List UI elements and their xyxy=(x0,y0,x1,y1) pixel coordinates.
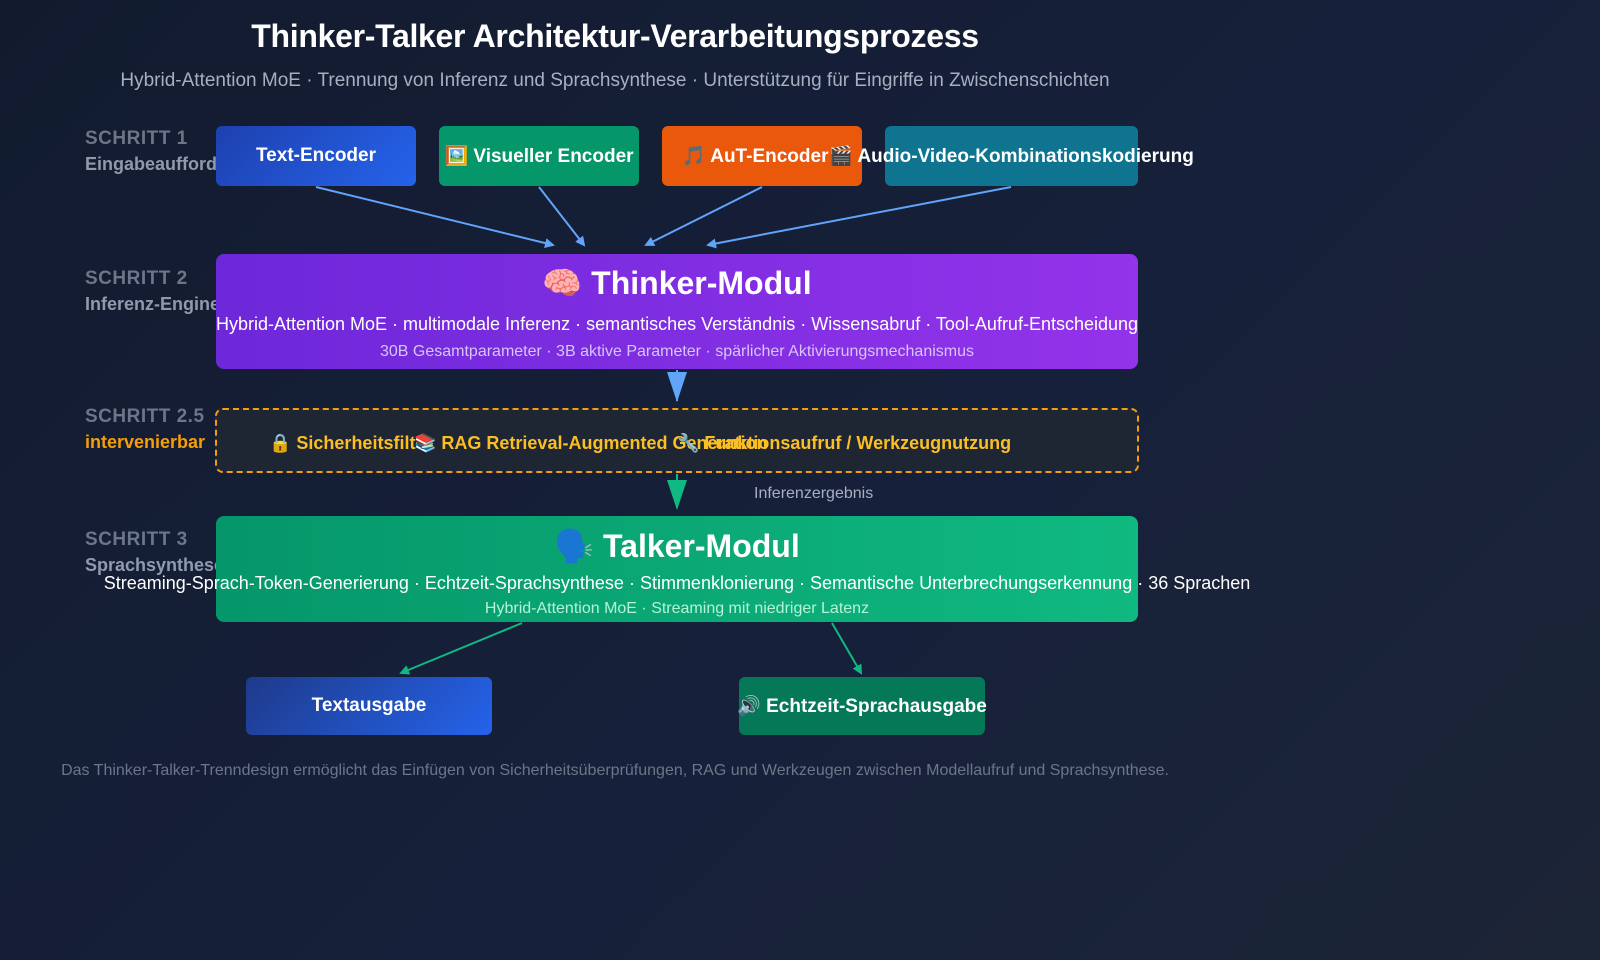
text-encoder-node: Text-Encoder xyxy=(216,126,416,186)
arrow-talker-to-text xyxy=(399,622,523,675)
step-2-5-number: SCHRITT 2.5 xyxy=(85,406,205,427)
arrow-aut-to-thinker xyxy=(644,186,763,246)
arrow-talker-to-voice xyxy=(831,622,863,675)
voice-output-node: 🔊 Echtzeit-Sprachausgabe xyxy=(737,677,987,735)
arrow-text-to-thinker xyxy=(315,186,555,248)
talker-features: Hybrid-Attention MoE · Streaming mit nie… xyxy=(484,600,870,617)
thinker-module: 🧠 Thinker-Modul Hybrid-Attention MoE · m… xyxy=(216,254,1138,369)
step-3-name: Sprachsynthese xyxy=(85,555,225,575)
step-2-number: SCHRITT 2 xyxy=(85,268,188,289)
page-title: Thinker-Talker Architektur-Verarbeitungs… xyxy=(251,18,979,54)
safety-filter-item: 🔒 Sicherheitsfilter xyxy=(269,433,433,453)
thinker-parameters: 30B Gesamtparameter · 3B aktive Paramete… xyxy=(379,343,974,360)
arrow-av-to-thinker xyxy=(706,186,1012,249)
visual-encoder-node: 🖼️ Visueller Encoder xyxy=(439,126,639,186)
step-1-number: SCHRITT 1 xyxy=(85,128,188,149)
audio-video-encoder-node: 🎬 Audio-Video-Kombinationskodierung xyxy=(829,126,1194,186)
step-3-number: SCHRITT 3 xyxy=(85,529,188,550)
arrowhead-thinker-to-intervention xyxy=(667,372,687,402)
text-output-node: Textausgabe xyxy=(246,677,492,735)
rag-item: 📚 RAG Retrieval-Augmented Generation xyxy=(414,433,768,453)
intervention-layer: 🔒 Sicherheitsfilter 📚 RAG Retrieval-Augm… xyxy=(215,408,1139,473)
page-subtitle: Hybrid-Attention MoE · Trennung von Infe… xyxy=(120,70,1110,91)
talker-description: Streaming-Sprach-Token-Generierung · Ech… xyxy=(103,573,1251,593)
talker-title: 🗣️ Talker-Modul xyxy=(554,528,800,564)
aut-encoder-node: 🎵 AuT-Encoder xyxy=(662,126,862,186)
talker-module: 🗣️ Talker-Modul Streaming-Sprach-Token-G… xyxy=(104,516,1250,622)
function-call-item: 🔧 Funktionsaufruf / Werkzeugnutzung xyxy=(677,433,1012,453)
step-2-5-name: intervenierbar xyxy=(85,432,206,452)
thinker-description: Hybrid-Attention MoE · multimodale Infer… xyxy=(215,314,1139,334)
inference-result-label: Inferenzergebnis xyxy=(754,485,874,502)
step-2-name: Inferenz-Engine xyxy=(85,294,221,314)
arrowhead-intervention-to-talker xyxy=(667,480,687,510)
footnote: Das Thinker-Talker-Trenndesign ermöglich… xyxy=(61,762,1169,779)
thinker-title: 🧠 Thinker-Modul xyxy=(542,265,812,301)
arrow-visual-to-thinker xyxy=(538,186,586,247)
